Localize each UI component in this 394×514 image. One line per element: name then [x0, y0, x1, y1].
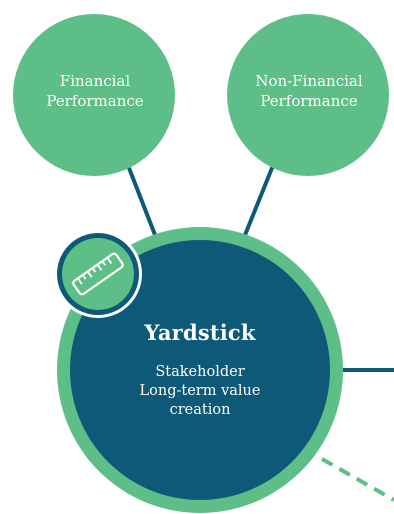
financial-label-line1: Financial [59, 72, 131, 90]
connector-non-financial [241, 166, 274, 242]
financial-performance-label: Financial Performance [30, 71, 160, 111]
core-line-stakeholder: Stakeholder [155, 364, 245, 380]
non-financial-label-line2: Performance [260, 92, 358, 110]
financial-label-line2: Performance [46, 92, 144, 110]
connector-dashed [321, 457, 394, 502]
core-title: Yardstick [144, 320, 256, 345]
non-financial-performance-bubble [227, 14, 389, 176]
ruler-icon [72, 252, 124, 296]
core-circle [70, 240, 330, 500]
core-description: Stakeholder Long-term value creation [110, 363, 290, 420]
core-line-long-term-value: Long-term value [139, 383, 261, 399]
core-line-creation: creation [169, 402, 231, 418]
ruler-badge [54, 230, 142, 318]
non-financial-label-line1: Non-Financial [255, 72, 363, 90]
non-financial-performance-label: Non-Financial Performance [244, 71, 374, 111]
connector-financial [127, 166, 159, 242]
financial-performance-bubble [13, 14, 175, 176]
